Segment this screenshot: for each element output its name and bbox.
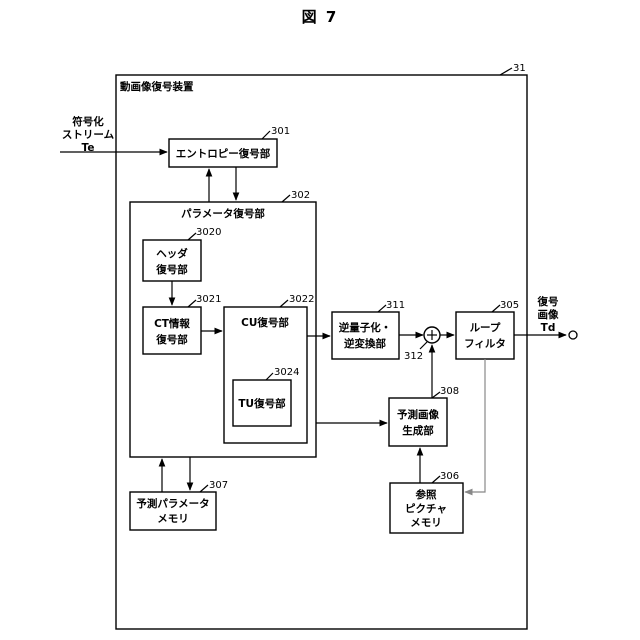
reference-memory-label-line3: メモリ — [410, 517, 442, 529]
entropy-ref: 301 — [271, 126, 290, 137]
loop-ref: 305 — [500, 300, 519, 311]
refmem-ref: 306 — [440, 471, 459, 482]
input-label-line2: ストリーム — [62, 129, 115, 141]
cu-ref: 3022 — [289, 294, 314, 305]
entropy-decoder-label: エントロピー復号部 — [176, 147, 271, 160]
tu-ref: 3024 — [274, 367, 299, 378]
output-label-line2: 画像 — [538, 308, 559, 321]
loop-ref-leader — [492, 305, 500, 312]
header-decoder-label-line2: 復号部 — [155, 263, 188, 276]
arrow-loop-to-refmem — [465, 359, 485, 492]
param-ref: 302 — [291, 190, 310, 201]
prediction-generator-label-line1: 予測画像 — [397, 408, 439, 421]
pred-ref: 308 — [440, 386, 459, 397]
inverse-quantization-label-line1: 逆量子化・ — [339, 321, 392, 334]
prediction-generator-block — [389, 398, 447, 446]
inverse-quantization-label-line2: 逆変換部 — [344, 337, 386, 350]
adder-ref-leader — [420, 342, 427, 349]
reference-memory-label-line2: ピクチャ — [405, 503, 447, 515]
ct-decoder-label-line2: 復号部 — [155, 333, 188, 346]
cu-decoder-label: CU復号部 — [241, 316, 289, 329]
ct-decoder-block — [143, 307, 201, 354]
loop-filter-label-line2: フィルタ — [464, 338, 506, 350]
header-decoder-label-line1: ヘッダ — [156, 247, 188, 260]
reference-memory-label-line1: 参照 — [416, 488, 437, 501]
entropy-ref-leader — [262, 131, 270, 139]
refmem-ref-leader — [432, 476, 440, 483]
device-ref-leader — [500, 68, 512, 75]
device-label: 動画像復号装置 — [120, 80, 194, 93]
loop-filter-label-line1: ループ — [470, 321, 501, 334]
output-label-line1: 復号 — [537, 295, 559, 308]
tu-decoder-label: TU復号部 — [238, 397, 286, 410]
prediction-generator-label-line2: 生成部 — [402, 424, 434, 437]
ct-decoder-label-line1: CT情報 — [154, 317, 190, 330]
output-label-line3: Td — [541, 322, 556, 334]
invq-ref: 311 — [386, 300, 405, 311]
param-ref-leader — [282, 195, 290, 202]
input-label-line1: 符号化 — [72, 115, 104, 128]
predmem-ref: 307 — [209, 480, 228, 491]
predmem-ref-leader — [200, 485, 208, 492]
adder-ref: 312 — [404, 351, 423, 362]
invq-ref-leader — [378, 305, 386, 312]
header-ref: 3020 — [196, 227, 221, 238]
pred-ref-leader — [432, 392, 440, 398]
prediction-param-memory-label-line1: 予測パラメータ — [136, 497, 209, 510]
inverse-quantization-block — [332, 312, 399, 359]
loop-filter-block — [456, 312, 514, 359]
parameter-decoder-label: パラメータ復号部 — [181, 207, 265, 220]
output-terminal — [569, 331, 577, 339]
device-ref: 31 — [513, 63, 526, 74]
prediction-param-memory-label-line2: メモリ — [157, 513, 189, 525]
ct-ref: 3021 — [196, 294, 221, 305]
